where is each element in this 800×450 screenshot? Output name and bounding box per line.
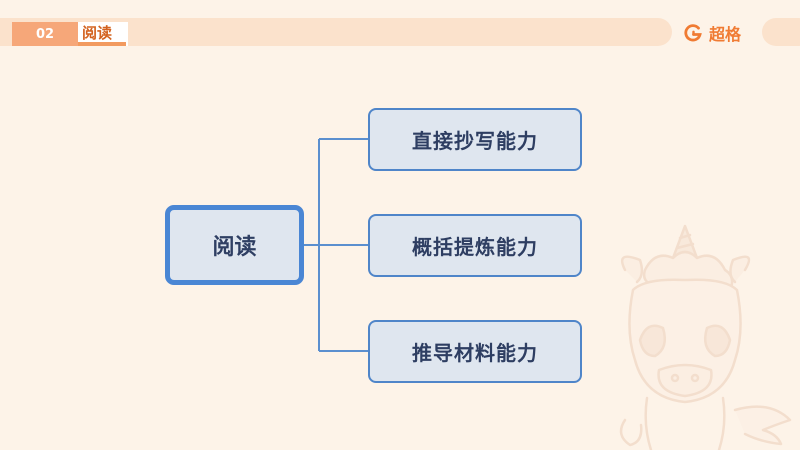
section-number: 02 xyxy=(12,22,78,46)
header-pill xyxy=(762,18,800,46)
section-title: 阅读 xyxy=(82,23,113,42)
section-title-underline xyxy=(78,42,126,46)
mindmap-child-node: 推导材料能力 xyxy=(368,320,582,383)
brand-logo-icon xyxy=(684,24,702,42)
unicorn-mascot-icon xyxy=(619,224,792,450)
mindmap-root-node: 阅读 xyxy=(165,205,304,285)
mindmap-child-node: 直接抄写能力 xyxy=(368,108,582,171)
mindmap-child-node: 概括提炼能力 xyxy=(368,214,582,277)
brand-name: 超格 xyxy=(709,25,742,44)
brand-logo: 超格 xyxy=(683,20,741,46)
